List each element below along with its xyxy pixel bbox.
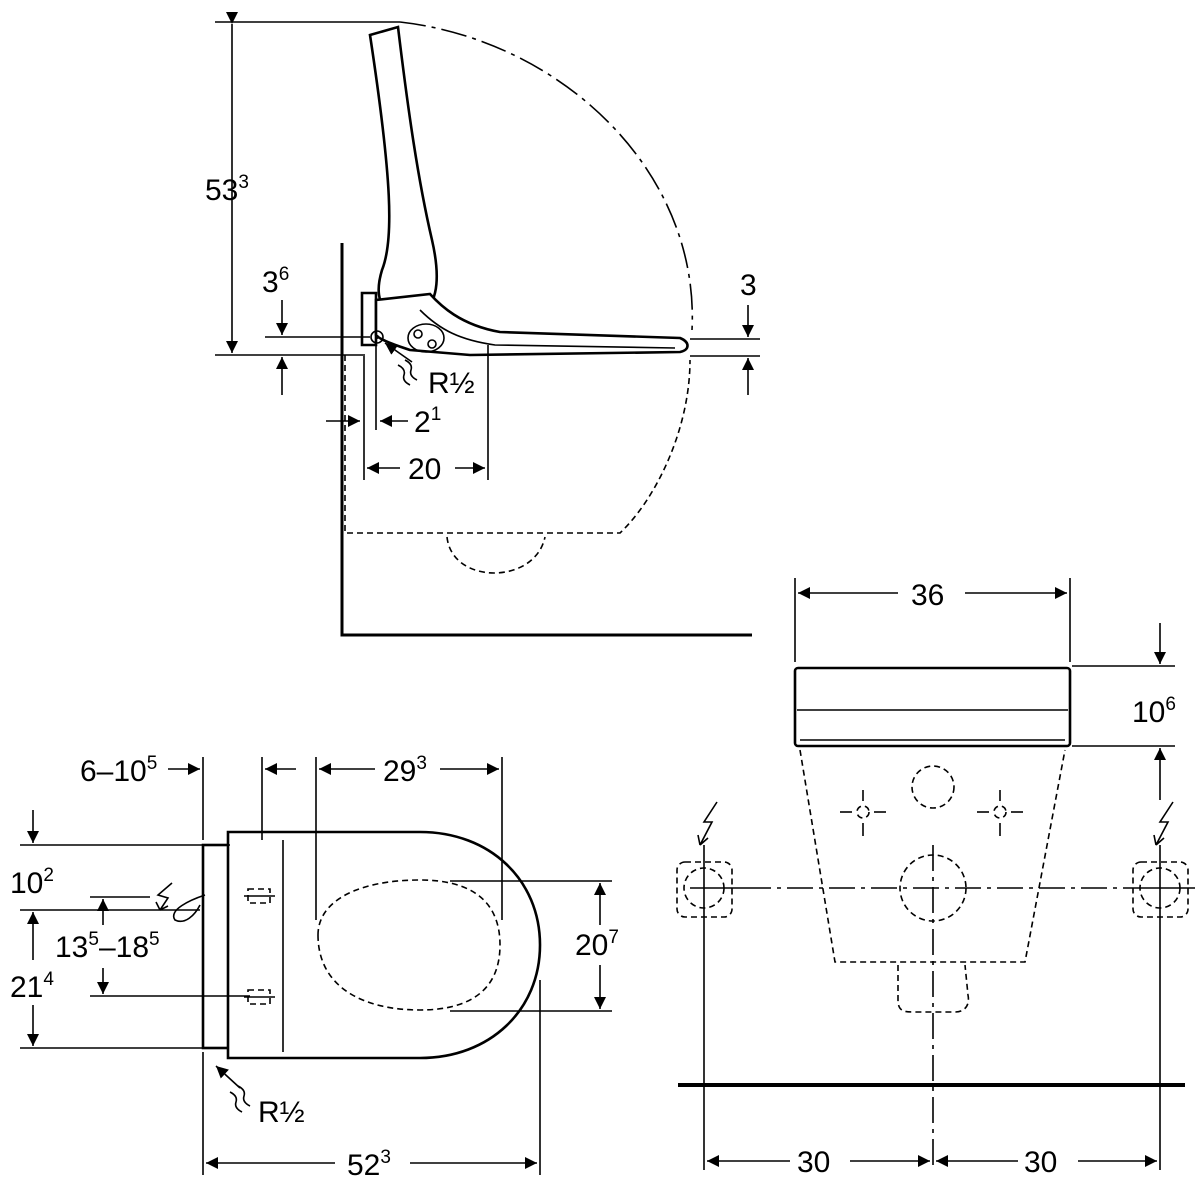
seat-inner-line	[419, 309, 676, 349]
power-cable-icon	[172, 894, 206, 923]
plus-button-icon	[413, 329, 423, 339]
height-total-label: 533	[205, 172, 249, 207]
front-bowl-dashed	[799, 749, 1066, 963]
lightning-left-icon	[697, 801, 718, 846]
front-view: 36 106 30 30	[676, 578, 1195, 1179]
fixing-screw-upper-icon	[244, 888, 275, 904]
electrical-box-left	[676, 845, 745, 1170]
right-spacing-label: 30	[1024, 1146, 1057, 1179]
top-offset-label: 102	[10, 865, 54, 900]
fixing-point-right-icon	[977, 790, 1023, 836]
front-outlet-dashed	[897, 964, 970, 1013]
seat-outline	[226, 830, 542, 1060]
hinge-icon	[370, 330, 384, 344]
flush-inlet-dashed	[911, 765, 955, 809]
electrical-box-right	[1125, 845, 1195, 1170]
lightning-top-icon	[155, 882, 173, 911]
seat-body	[374, 292, 689, 357]
seat-length-label: 293	[383, 753, 427, 788]
seat-box	[793, 666, 1072, 748]
seat-opening-dashed	[317, 879, 501, 1011]
bowl-outlet-dashed	[446, 536, 546, 574]
width-label: 36	[911, 579, 944, 612]
front-height-label: 106	[1132, 694, 1176, 729]
side-connection-label: R½	[428, 367, 475, 400]
top-connection-label: R½	[258, 1096, 305, 1129]
lid-upright	[368, 25, 438, 320]
offset-top-label: 36	[262, 264, 289, 299]
left-spacing-label: 30	[797, 1146, 830, 1179]
range-mid-label: 135–185	[55, 929, 160, 964]
lid-swing-arc	[399, 21, 694, 331]
wall-line	[340, 243, 752, 637]
bottom-height-label: 214	[10, 969, 54, 1004]
control-panel	[407, 323, 445, 353]
fixing-screw-lower-icon	[244, 989, 275, 1005]
lightning-right-icon	[1153, 801, 1174, 846]
fixing-point-left-icon	[840, 790, 886, 836]
minus-button-icon	[427, 339, 437, 349]
depth-label: 20	[408, 453, 441, 486]
range-left-label: 6–105	[80, 753, 157, 788]
bowl-outline-dashed	[344, 355, 691, 534]
wall-offset-label: 21	[414, 404, 441, 439]
top-view: 6–105 293 102 135–185 214	[10, 753, 619, 1182]
side-view: 533 36 3 R½ 21 20	[205, 12, 760, 637]
total-length-label: 523	[347, 1147, 391, 1182]
seat-width-label: 207	[575, 927, 619, 962]
seat-gap-label: 3	[740, 269, 757, 302]
